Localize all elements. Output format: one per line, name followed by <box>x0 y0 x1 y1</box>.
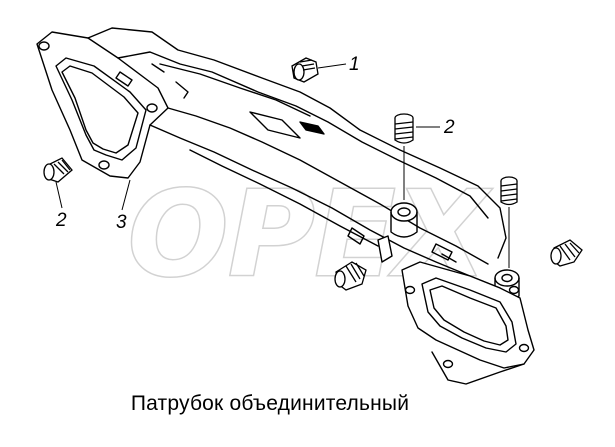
callout-1: 1 <box>349 54 360 75</box>
threaded-insert-center <box>334 261 367 291</box>
leader-lines <box>55 63 510 268</box>
leader-line-1 <box>317 63 347 69</box>
threaded-insert-right <box>550 239 583 267</box>
callout-2-upper: 2 <box>443 117 455 138</box>
union-pipe-body <box>36 27 535 385</box>
threaded-insert-2-upper <box>394 113 414 144</box>
plug-part-1 <box>291 57 319 83</box>
callout-2-left: 2 <box>55 210 67 231</box>
threaded-insert-right-upper <box>500 176 518 206</box>
callout-3: 3 <box>116 212 127 233</box>
threaded-insert-2-left <box>43 157 73 183</box>
leader-line-2-left <box>55 181 63 209</box>
leader-line-3 <box>121 179 131 211</box>
diagram-caption: Патрубок объединительный <box>130 392 410 415</box>
